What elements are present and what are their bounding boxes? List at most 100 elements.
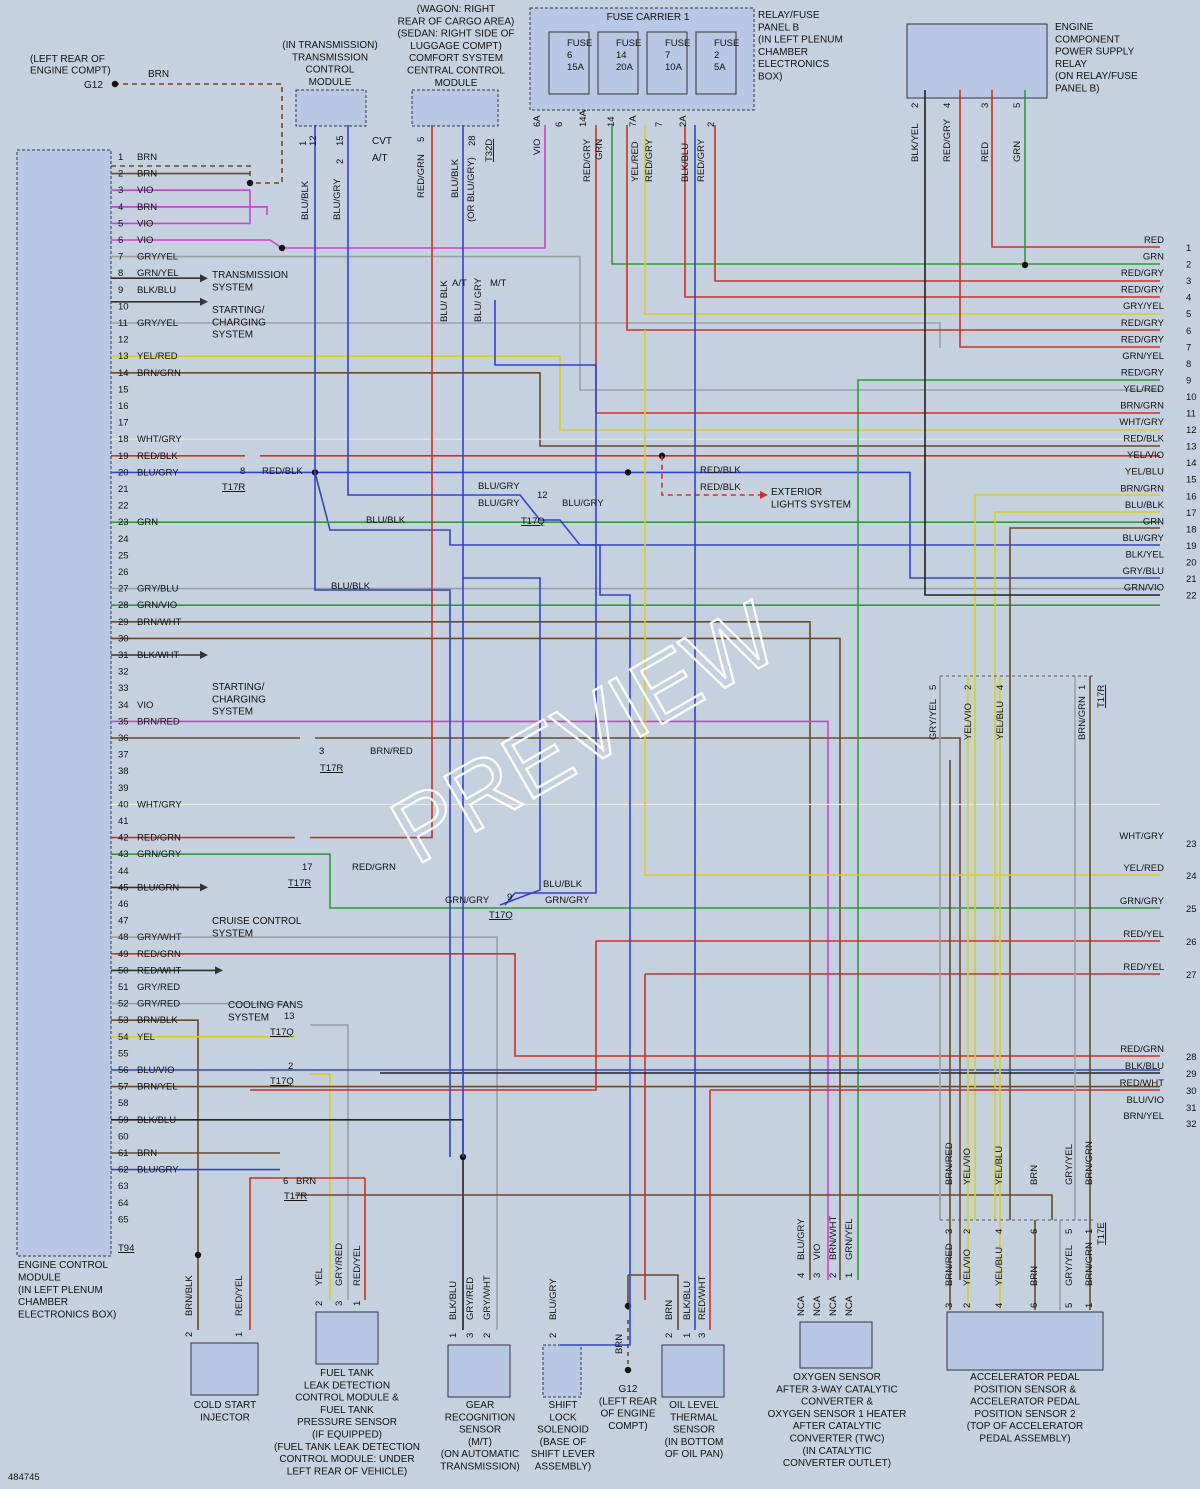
cruise-control-label: SYSTEM bbox=[212, 928, 253, 939]
edge-pin-number: 11 bbox=[1186, 409, 1196, 420]
cold-start-pin: 2 bbox=[184, 1332, 195, 1337]
conn-pin: 8 bbox=[240, 466, 245, 477]
conn-id: T17Q bbox=[489, 910, 513, 921]
fuse-6 bbox=[548, 31, 590, 95]
edge-wire-label: GRY/YEL bbox=[1123, 301, 1164, 312]
pedal-pin: 4 bbox=[994, 1303, 1005, 1308]
g12-top-label: ENGINE COMPT) bbox=[30, 66, 111, 77]
o2-sensor-label: AFTER 3-WAY CATALYTIC bbox=[776, 1384, 898, 1395]
ecm-pin-wire-label: YEL bbox=[137, 1032, 155, 1043]
fuse-label: FUSE bbox=[567, 38, 592, 49]
ecm-pin-wire-label: BLK/BLU bbox=[137, 1115, 176, 1126]
fuse-label: FUSE bbox=[616, 38, 641, 49]
preview-watermark: PREVIEW bbox=[375, 583, 794, 884]
edge-wire-label: WHT/GRY bbox=[1119, 417, 1164, 428]
gear-sensor-label: RECOGNITION bbox=[445, 1412, 516, 1423]
comfort-wire: BLU/BLK bbox=[450, 158, 461, 198]
power-relay-label: PANEL B) bbox=[1055, 84, 1099, 95]
ecm-pin-wire-label: VIO bbox=[137, 218, 153, 229]
tcm-label: CONTROL bbox=[306, 65, 355, 76]
wire-blu-gry-20 bbox=[111, 471, 1160, 579]
ecm-pin-number: 4 bbox=[118, 202, 123, 213]
mid-wire-label: RED/BLK bbox=[700, 482, 741, 493]
ecm-pin-wire-label: VIO bbox=[137, 700, 153, 711]
fuel-tank-pin: 1 bbox=[352, 1301, 363, 1306]
ecm-pin-number: 9 bbox=[118, 285, 123, 296]
ecm-pin-wire-label: WHT/GRY bbox=[137, 799, 182, 810]
edge-pin-number: 1 bbox=[1186, 243, 1191, 254]
pedal-label: POSITION SENSOR & bbox=[974, 1384, 1077, 1395]
ecm-pin-number: 57 bbox=[118, 1082, 129, 1093]
shift-lock-label: (BASE OF bbox=[540, 1437, 587, 1448]
gear-sensor-box bbox=[447, 1344, 511, 1398]
oil-sensor-label: OF OIL PAN) bbox=[665, 1449, 723, 1460]
ecm-pin-wire-label: WHT/GRY bbox=[137, 434, 182, 445]
shift-lock-label: LOCK bbox=[549, 1412, 577, 1423]
wire-tcm-blu-blk2 bbox=[314, 472, 451, 1157]
ecm-name: CHAMBER bbox=[18, 1297, 68, 1308]
transmission-system-label: SYSTEM bbox=[212, 282, 253, 293]
comfort-conn: T32D bbox=[484, 139, 495, 162]
edge-pin-number: 23 bbox=[1186, 839, 1197, 850]
conn-wire: BLU/GRY bbox=[562, 498, 604, 509]
fuse-pin: 14A bbox=[578, 109, 589, 127]
power-relay-label: RELAY bbox=[1055, 59, 1087, 70]
wire-brn-oil bbox=[628, 1274, 679, 1330]
wire-red-yel-26b bbox=[250, 941, 597, 1091]
edge-pin-number: 32 bbox=[1186, 1119, 1197, 1130]
ecm-pin-number: 42 bbox=[118, 833, 129, 844]
gear-sensor-label: TRANSMISSION) bbox=[440, 1462, 519, 1473]
ecm-pin-number: 3 bbox=[118, 185, 123, 196]
edge-pin-number: 9 bbox=[1186, 375, 1191, 386]
ecm-name: MODULE bbox=[18, 1272, 61, 1283]
oil-wire: BRN bbox=[664, 1300, 675, 1320]
pedal-upper-wire: BRN/GRN bbox=[1084, 1141, 1095, 1185]
oil-sensor-label: THERMAL bbox=[670, 1412, 718, 1423]
ecm-pin-number: 2 bbox=[118, 169, 123, 180]
cruise-control-label: CRUISE CONTROL bbox=[212, 916, 302, 927]
ecm-pin-number: 55 bbox=[118, 1048, 129, 1059]
pedal-conn-pin: 3 bbox=[944, 1229, 955, 1234]
edge-pin-number: 13 bbox=[1186, 442, 1197, 453]
edge-pin-number: 24 bbox=[1186, 871, 1197, 882]
ecm-pin-number: 10 bbox=[118, 301, 129, 312]
cold-start-wire: BRN/BLK bbox=[184, 1275, 195, 1316]
mid-wire-label: BLU/GRY bbox=[478, 481, 520, 492]
g12-bottom-label: G12 bbox=[619, 1384, 638, 1395]
wire-grn-gry-43 bbox=[111, 853, 1160, 909]
comfort-wire: RED/GRN bbox=[416, 154, 427, 198]
gear-sensor-label: (M/T) bbox=[468, 1437, 492, 1448]
oil-wire: BLK/BLU bbox=[682, 1281, 693, 1320]
o2-wire: GRN/YEL bbox=[844, 1218, 855, 1260]
edge-wire-label: BRN/YEL bbox=[1123, 1111, 1164, 1122]
ecm-pin-number: 26 bbox=[118, 567, 129, 578]
ecm-pin-number: 61 bbox=[118, 1148, 129, 1159]
fuse-number: 7 bbox=[665, 50, 670, 61]
starting-charging-label-1: SYSTEM bbox=[212, 330, 253, 341]
wire-red-blk-ext bbox=[661, 455, 760, 496]
ecm-pin-wire-label: GRN/GRY bbox=[137, 849, 182, 860]
fuse-wire: RED/GRY bbox=[644, 138, 655, 182]
cooling-fans-label: SYSTEM bbox=[228, 1012, 269, 1023]
edge-pin-number: 21 bbox=[1186, 574, 1197, 585]
ecm-pin-number: 5 bbox=[118, 218, 123, 229]
g12-bottom-label: OF ENGINE bbox=[600, 1409, 655, 1420]
ecm-pin-number: 59 bbox=[118, 1115, 129, 1126]
pedal-pin: 2 bbox=[962, 1303, 973, 1308]
pedal-conn-pin: 1 bbox=[1084, 1229, 1095, 1234]
ecm-pin-number: 34 bbox=[118, 700, 129, 711]
edge-wire-label: RED/GRN bbox=[1120, 1044, 1164, 1055]
mid-wire-label: RED/BLK bbox=[700, 465, 741, 476]
cooling-fans-label: COOLING FANS bbox=[228, 1000, 303, 1011]
shift-pin: 2 bbox=[548, 1333, 559, 1338]
ecm-pin-wire-label: VIO bbox=[137, 185, 153, 196]
edge-pin-number: 4 bbox=[1186, 293, 1191, 304]
wire-red-1 bbox=[991, 90, 1160, 248]
splice-dot bbox=[1021, 261, 1029, 269]
wire-grn-yel-8 bbox=[857, 379, 1160, 1280]
t17r-pin: 2 bbox=[963, 685, 974, 690]
relay-wire: RED bbox=[980, 142, 991, 162]
gear-wire: GRY/WHT bbox=[482, 1275, 493, 1320]
ecm-pin-wire-label: BRN bbox=[137, 152, 157, 163]
t17r-pin: 4 bbox=[995, 685, 1006, 690]
